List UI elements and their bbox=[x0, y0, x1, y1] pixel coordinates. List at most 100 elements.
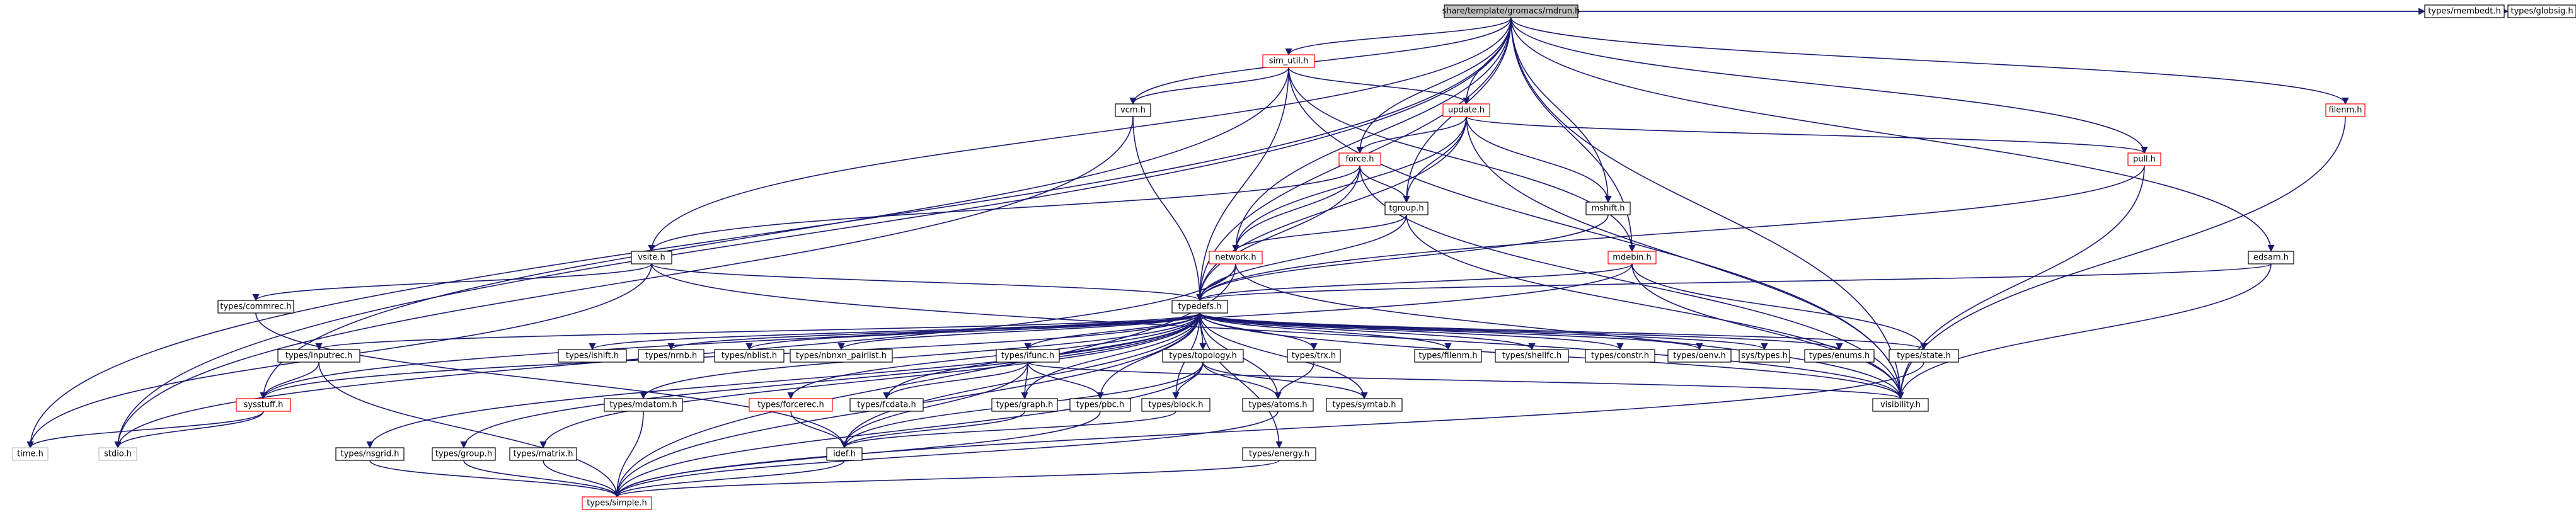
node-box bbox=[217, 300, 294, 314]
node-box bbox=[1585, 202, 1631, 215]
node-nbnxn[interactable]: types/nbnxn_pairlist.h bbox=[790, 349, 893, 363]
edge-vsite-to-typedefs bbox=[651, 263, 1204, 302]
node-time[interactable]: time.h bbox=[12, 447, 49, 461]
node-label: types/state.h bbox=[1897, 351, 1951, 361]
node-topology[interactable]: types/topology.h bbox=[1162, 349, 1244, 363]
edge-root-to-sim_util bbox=[1285, 17, 1512, 56]
node-label: sys/types.h bbox=[1741, 351, 1788, 361]
edge-typedefs-to-matrix bbox=[539, 312, 1200, 449]
node-state[interactable]: types/state.h bbox=[1889, 349, 1959, 363]
edge-typedefs-to-idef bbox=[841, 312, 1200, 449]
node-commrec[interactable]: types/commrec.h bbox=[217, 300, 294, 314]
node-label: types/globsig.h bbox=[2510, 7, 2573, 16]
node-idef[interactable]: idef.h bbox=[826, 447, 863, 461]
node-symtab[interactable]: types/symtab.h bbox=[1326, 398, 1403, 412]
node-fileenv[interactable]: filenm.h bbox=[2325, 103, 2366, 117]
node-box bbox=[1242, 447, 1316, 461]
node-ifunc[interactable]: types/ifunc.h bbox=[996, 349, 1060, 363]
edge-update-to-visibility bbox=[1466, 116, 1904, 400]
node-label: share/template/gromacs/mdrun.h bbox=[1442, 7, 1580, 16]
node-sim-util[interactable]: sim_util.h bbox=[1262, 54, 1315, 68]
node-edsam[interactable]: edsam.h bbox=[2248, 251, 2294, 265]
node-label: types/block.h bbox=[1148, 401, 1203, 410]
node-oenv[interactable]: types/oenv.h bbox=[1667, 349, 1732, 363]
node-label: types/ishift.h bbox=[566, 351, 619, 361]
node-tgroup[interactable]: tgroup.h bbox=[1384, 202, 1429, 215]
node-force[interactable]: force.h bbox=[1338, 152, 1381, 166]
node-pbc[interactable]: types/pbc.h bbox=[1069, 398, 1131, 412]
node-label: types/enums.h bbox=[1809, 351, 1870, 361]
node-box bbox=[1338, 152, 1381, 166]
node-label: types/inputrec.h bbox=[285, 351, 352, 361]
edge-force-to-vsite bbox=[648, 165, 1360, 253]
node-mshift[interactable]: mshift.h bbox=[1585, 202, 1631, 215]
node-simple[interactable]: types/simple.h bbox=[582, 496, 652, 510]
edge-root-to-force bbox=[1356, 17, 1512, 154]
node-membed[interactable]: types/membedt.h bbox=[2424, 4, 2505, 18]
node-label: sysstuff.h bbox=[244, 401, 284, 410]
node-constr[interactable]: types/constr.h bbox=[1585, 349, 1655, 363]
node-label: types/symtab.h bbox=[1332, 401, 1396, 410]
node-nsgrid[interactable]: types/nsgrid.h bbox=[335, 447, 405, 461]
node-label: types/filenm.h bbox=[1418, 351, 1477, 361]
node-nrnb[interactable]: types/nrnb.h bbox=[638, 349, 704, 363]
node-nblist[interactable]: types/nblist.h bbox=[714, 349, 785, 363]
node-inputrec[interactable]: types/inputrec.h bbox=[277, 349, 360, 363]
edge-tgroup-to-typedefs bbox=[1196, 214, 1407, 302]
node-matrix[interactable]: types/matrix.h bbox=[509, 447, 577, 461]
node-trx[interactable]: types/trx.h bbox=[1287, 349, 1341, 363]
node-box bbox=[1141, 398, 1210, 412]
edge-vsite-to-commrec bbox=[252, 263, 652, 302]
edge-ifunc-to-graph bbox=[1021, 361, 1028, 400]
node-box bbox=[826, 447, 863, 461]
node-typedefs[interactable]: typedefs.h bbox=[1171, 300, 1228, 314]
node-systypes[interactable]: sys/types.h bbox=[1739, 349, 1790, 363]
node-label: stdio.h bbox=[104, 450, 132, 459]
node-label: sim_util.h bbox=[1269, 57, 1308, 66]
node-graph[interactable]: types/graph.h bbox=[991, 398, 1058, 412]
node-globsig[interactable]: types/globsig.h bbox=[2507, 4, 2576, 18]
edge-root-to-vsite bbox=[648, 17, 1512, 253]
node-filenm[interactable]: types/filenm.h bbox=[1414, 349, 1482, 363]
node-vsite[interactable]: vsite.h bbox=[631, 251, 672, 265]
node-root[interactable]: share/template/gromacs/mdrun.h bbox=[1442, 4, 1580, 18]
node-vcm[interactable]: vcm.h bbox=[1115, 103, 1151, 117]
node-ishift[interactable]: types/ishift.h bbox=[558, 349, 627, 363]
node-atoms[interactable]: types/atoms.h bbox=[1242, 398, 1314, 412]
edge-ifunc-to-visibility bbox=[1027, 361, 1904, 400]
edge-root-to-time bbox=[26, 17, 1512, 449]
node-fcdata[interactable]: types/fcdata.h bbox=[849, 398, 924, 412]
edge-topology-to-block bbox=[1172, 361, 1204, 400]
node-label: types/fcdata.h bbox=[857, 401, 916, 410]
node-mdatom[interactable]: types/mdatom.h bbox=[604, 398, 683, 412]
node-update[interactable]: update.h bbox=[1442, 103, 1490, 117]
node-block[interactable]: types/block.h bbox=[1141, 398, 1210, 412]
edge-sysstuff-to-time bbox=[26, 411, 264, 449]
edge-edsam-to-typedefs bbox=[1196, 263, 2272, 302]
node-visibility[interactable]: visibility.h bbox=[1872, 398, 1929, 412]
edge-mshift-to-typedefs bbox=[1196, 214, 1609, 302]
node-label: typedefs.h bbox=[1178, 302, 1221, 312]
edge-topology-to-symtab bbox=[1202, 361, 1368, 400]
edge-idef-to-simple bbox=[613, 460, 845, 498]
node-box bbox=[335, 447, 405, 461]
edge-mdatom-to-simple bbox=[613, 411, 644, 498]
node-network[interactable]: network.h bbox=[1209, 251, 1263, 265]
node-group[interactable]: types/group.h bbox=[432, 447, 496, 461]
node-sysstuff[interactable]: sysstuff.h bbox=[236, 398, 291, 412]
node-energy[interactable]: types/energy.h bbox=[1242, 447, 1316, 461]
edge-topology-to-atoms bbox=[1202, 361, 1282, 400]
node-stdio[interactable]: stdio.h bbox=[98, 447, 137, 461]
edge-typedefs-to-ishift bbox=[589, 312, 1200, 351]
node-enums[interactable]: types/enums.h bbox=[1804, 349, 1875, 363]
node-box bbox=[2424, 4, 2505, 18]
node-pull[interactable]: pull.h bbox=[2127, 152, 2161, 166]
edge-typedefs-to-nbnxn bbox=[837, 312, 1200, 351]
node-box bbox=[1607, 251, 1657, 265]
node-shellfc[interactable]: types/shellfc.h bbox=[1495, 349, 1569, 363]
node-mdebin[interactable]: mdebin.h bbox=[1607, 251, 1657, 265]
edge-inputrec-to-sysstuff bbox=[260, 361, 319, 400]
node-forcerec[interactable]: types/forcerec.h bbox=[749, 398, 833, 412]
node-box bbox=[604, 398, 683, 412]
node-label: types/trx.h bbox=[1292, 351, 1336, 361]
